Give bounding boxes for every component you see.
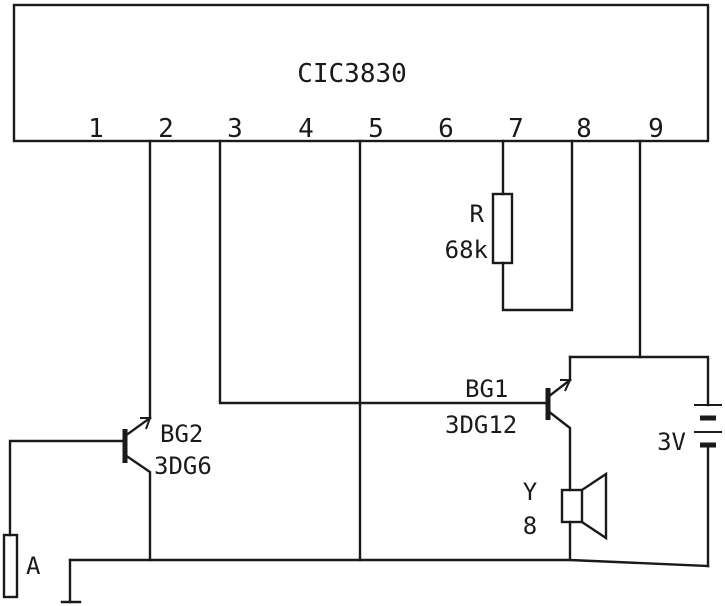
transistor-bg2 <box>8 416 152 562</box>
pin-label-4: 4 <box>298 114 314 144</box>
bg2-base-lead <box>8 439 127 537</box>
speaker-name: Y <box>523 478 538 506</box>
bg1-name: BG1 <box>465 375 508 403</box>
pin-label-7: 7 <box>508 114 524 144</box>
bg2-name: BG2 <box>160 420 203 448</box>
bg1-model: 3DG12 <box>445 411 517 439</box>
wire-ground-bus <box>68 558 710 568</box>
resistor-r <box>491 192 514 265</box>
wire-pin3-bg1 <box>218 139 550 405</box>
speaker-magnet <box>560 488 584 524</box>
bg1-collector-lead <box>546 409 572 492</box>
speaker-y <box>560 471 608 562</box>
pin-label-5: 5 <box>368 114 384 144</box>
pin-label-1: 1 <box>88 114 104 144</box>
bg2-emitter-arrow <box>140 417 152 430</box>
ic-pin-labels: 1 2 3 4 5 6 7 8 9 <box>88 114 664 144</box>
bg1-emitter-arrow <box>560 379 572 392</box>
sensor-label: A <box>26 552 41 580</box>
ic-label: CIC3830 <box>297 59 407 89</box>
pin-label-3: 3 <box>227 114 243 144</box>
bg2-model: 3DG6 <box>154 452 212 480</box>
pin-label-6: 6 <box>438 114 454 144</box>
speaker-value: 8 <box>523 512 537 540</box>
battery-3v <box>694 404 722 568</box>
ic-chip: CIC3830 <box>12 3 710 143</box>
wire-resistor-pin8 <box>501 139 574 312</box>
resistor-name: R <box>470 200 485 228</box>
resistor-value: 68k <box>445 236 489 264</box>
speaker-cone <box>580 471 608 541</box>
pin-label-8: 8 <box>576 114 592 144</box>
bg1-emitter-lead <box>546 378 572 399</box>
sensor-plate-a <box>2 533 19 599</box>
transistor-bg1 <box>545 378 572 492</box>
bg2-emitter-lead <box>123 416 152 438</box>
battery-value: 3V <box>657 428 686 456</box>
pin-label-2: 2 <box>158 114 174 144</box>
wire-positive-rail <box>568 355 710 407</box>
bg2-collector-lead <box>123 453 152 562</box>
pin-label-9: 9 <box>648 114 664 144</box>
